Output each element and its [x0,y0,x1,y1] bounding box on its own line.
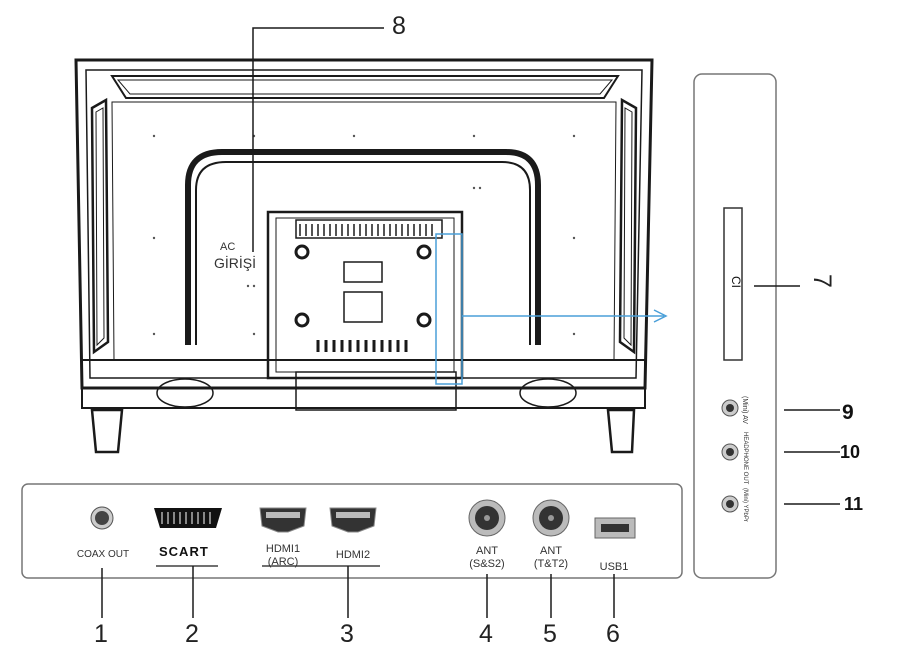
callout-number-10: 10 [840,442,861,462]
callout-number-2: 2 [185,620,199,648]
bottom-callout-leaders [101,566,615,618]
callout-number-11: 11 [844,494,864,514]
coax-port [90,506,114,530]
vesa-screw-holes [294,244,432,328]
callout-8-leader [252,27,384,252]
hdmi1-label-line2: (ARC) [267,556,299,568]
side-callout-leaders [754,285,840,505]
rear-dots [152,134,576,336]
ant-t-label-line2: (T&T2) [533,558,569,570]
callout-number-4: 4 [479,620,493,648]
ant-s-label-line2: (S&S2) [469,558,505,570]
ci-label: CI [729,276,743,288]
ant-s-port [468,499,506,537]
callout-number-5: 5 [543,620,557,648]
ant-s-label-line1: ANT [476,545,498,557]
hdmi2-port [329,507,377,533]
tv-rear-cabinet [74,58,654,454]
callout-number-1: 1 [94,620,108,648]
callout-number-3: 3 [340,620,354,648]
av-jack-label: (Mini) AV [741,396,748,424]
ant-t-port [532,499,570,537]
ant-t-label-line1: ANT [540,545,562,557]
usb1-label: USB1 [599,561,629,573]
ac-input-label-line1: AC [220,241,236,253]
bottom-vent-grille [316,340,408,352]
scart-port [154,508,222,528]
callout-number-8: 8 [392,12,406,40]
coax-out-label: COAX OUT [76,549,130,560]
center-vent-grille [299,224,433,236]
callout-number-9: 9 [842,401,854,424]
usb-port [594,517,636,539]
hdmi2-label: HDMI2 [335,549,371,561]
side-panel-pointer-arrow [435,233,668,385]
hdmi1-label-line1: HDMI1 [265,543,301,555]
side-jacks [721,399,739,513]
headphone-jack-label: HEADPHONE OUT [742,432,748,485]
ac-input-label-line2: GİRİŞİ [214,255,257,271]
ci-slot [723,207,743,361]
scart-label: SCART [159,544,209,559]
hdmi1-port [259,507,307,533]
callout-number-7: 7 [808,274,836,288]
ypbpr-jack-label: (Mini) YPbPr [742,488,748,522]
callout-number-6: 6 [606,620,620,648]
